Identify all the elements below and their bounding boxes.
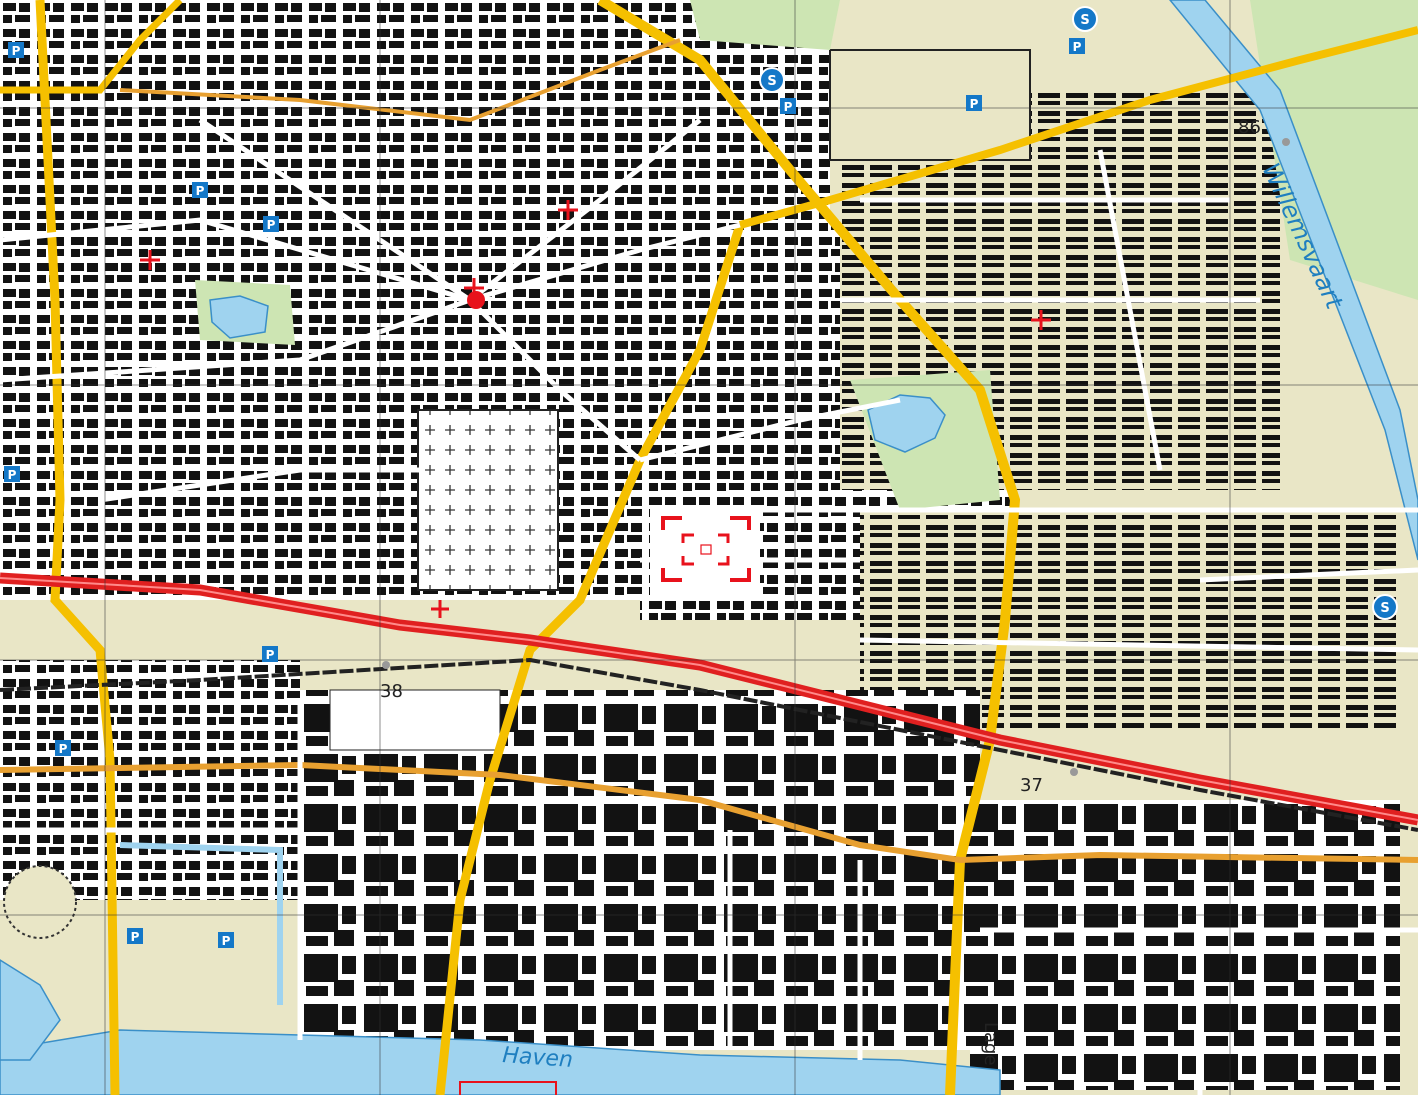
haven-label: Haven <box>502 1043 574 1073</box>
harbor-basin-west <box>0 959 61 1061</box>
pond-east <box>867 394 946 453</box>
cemetery <box>417 409 559 591</box>
main-road-northwest <box>0 0 183 94</box>
main-road-northeast <box>738 26 1418 229</box>
svg-text:P: P <box>8 468 17 482</box>
green-strip-north <box>690 0 840 50</box>
elevation-label-38: 38 <box>380 681 403 702</box>
main-road-east-ring <box>597 0 1021 1095</box>
station-label: S S S <box>767 13 1389 616</box>
secondary-road-north <box>119 38 681 123</box>
roundabout-green <box>3 865 77 939</box>
station-icon <box>759 6 1398 620</box>
landmark-dot-icon <box>467 291 485 309</box>
secondary-road-south <box>0 761 1418 864</box>
survey-point-icon <box>1070 768 1078 776</box>
svg-text:S: S <box>1080 13 1089 28</box>
svg-text:P: P <box>970 97 979 111</box>
main-road-north-south-west <box>35 0 120 1095</box>
haven-harbor <box>0 1029 1001 1095</box>
parking-label: P P P P P P P P P P P <box>8 40 1082 948</box>
canal-bank-green <box>1250 0 1418 300</box>
southwest-buildings <box>0 660 300 900</box>
svg-text:P: P <box>266 648 275 662</box>
water-channel-south <box>119 842 283 1005</box>
church-icon <box>140 200 1051 618</box>
parking-icon <box>4 38 1085 948</box>
svg-text:P: P <box>1073 40 1082 54</box>
svg-text:P: P <box>196 184 205 198</box>
southeast-blocks <box>970 800 1400 1090</box>
main-road-central <box>435 223 745 1095</box>
railway-red-centerline <box>0 577 1418 821</box>
svg-text:S: S <box>1380 601 1389 616</box>
svg-text:S: S <box>767 74 776 89</box>
elevation-label-37: 37 <box>1020 775 1043 796</box>
svg-text:P: P <box>131 930 140 944</box>
business-park-north <box>829 49 1031 161</box>
open-lot-south <box>329 689 501 751</box>
svg-text:P: P <box>222 934 231 948</box>
railway-black <box>0 657 1418 832</box>
elevation-label-86: 86 <box>1238 117 1261 138</box>
highlight-boundary <box>459 1081 557 1095</box>
pond-west <box>209 295 269 339</box>
survey-point-icon <box>382 661 390 669</box>
svg-text:P: P <box>784 100 793 114</box>
survey-point-icon <box>1282 138 1290 146</box>
svg-text:P: P <box>59 742 68 756</box>
crosshair-target-marker[interactable] <box>661 516 751 582</box>
svg-text:P: P <box>267 218 276 232</box>
svg-text:P: P <box>12 44 21 58</box>
lage-street-label: Lage <box>980 1022 1001 1066</box>
